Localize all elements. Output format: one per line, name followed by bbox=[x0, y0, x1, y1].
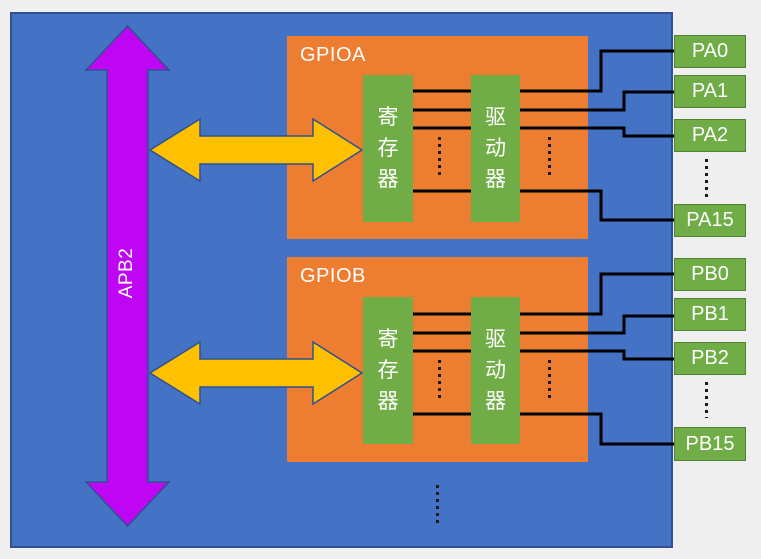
pin-label-pa0: PA0 bbox=[674, 35, 746, 68]
pb-pins-ellipsis-icon bbox=[705, 382, 708, 418]
pin-label-pa15: PA15 bbox=[674, 204, 746, 237]
gpioa-driver-label: 驱动器 bbox=[485, 106, 506, 191]
gpioa-title: GPIOA bbox=[300, 44, 366, 66]
gpiob-inner-ellipsis-icon bbox=[438, 360, 441, 400]
gpiob-register-box: 寄存器 bbox=[363, 297, 413, 444]
gpiob-output-ellipsis-icon bbox=[548, 360, 551, 400]
pin-label-pb1: PB1 bbox=[674, 298, 746, 331]
gpiob-driver-box: 驱动器 bbox=[471, 297, 520, 444]
gpioa-register-box: 寄存器 bbox=[363, 75, 413, 222]
gpiob-register-label: 寄存器 bbox=[377, 328, 399, 413]
gpioa-inner-ellipsis-icon bbox=[438, 137, 441, 177]
apb2-bus-label: APB2 bbox=[116, 247, 137, 299]
pa-pins-ellipsis-icon bbox=[705, 159, 708, 197]
gpioa-output-ellipsis-icon bbox=[548, 137, 551, 177]
pin-label-pa2: PA2 bbox=[674, 119, 746, 152]
pin-label-pb2: PB2 bbox=[674, 342, 746, 375]
gpiob-title: GPIOB bbox=[300, 265, 366, 287]
more-ports-ellipsis-icon bbox=[436, 485, 439, 527]
pin-label-pb0: PB0 bbox=[674, 258, 746, 291]
gpiob-driver-label: 驱动器 bbox=[485, 328, 506, 413]
pin-label-pa1: PA1 bbox=[674, 75, 746, 108]
gpioa-driver-box: 驱动器 bbox=[471, 75, 520, 222]
pin-label-pb15: PB15 bbox=[674, 427, 746, 461]
gpioa-register-label: 寄存器 bbox=[377, 106, 399, 191]
